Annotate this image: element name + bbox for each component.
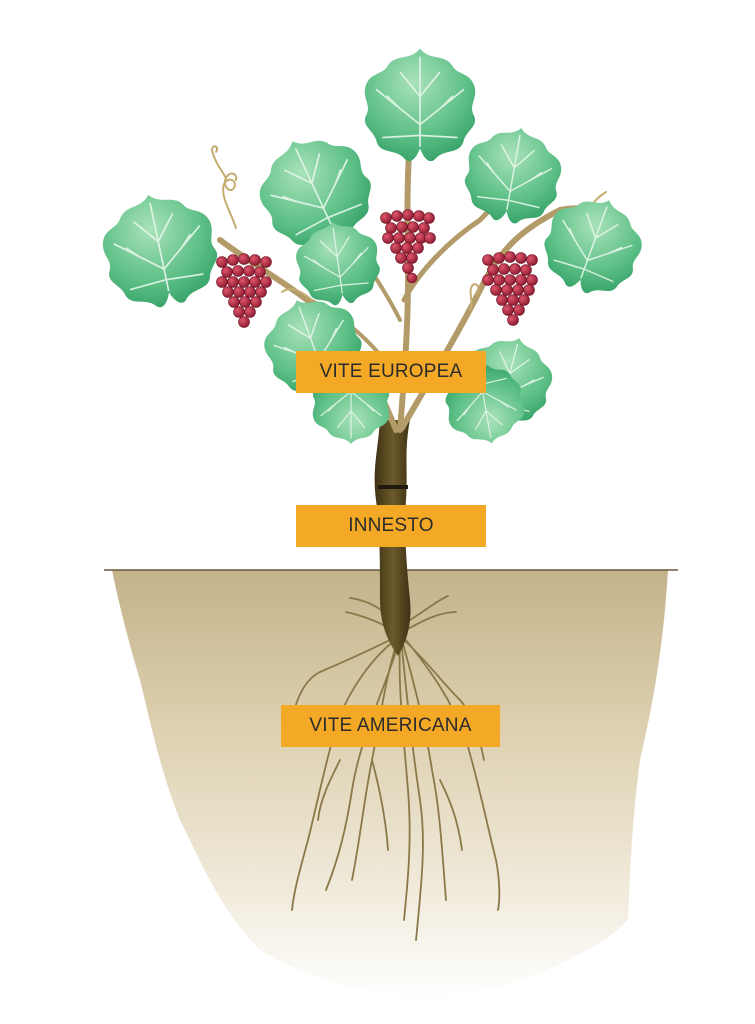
grape-cluster-icon bbox=[216, 209, 538, 328]
label-graft: INNESTO bbox=[296, 505, 486, 547]
label-european-vine: VITE EUROPEA bbox=[296, 351, 486, 393]
graft-union-mark bbox=[378, 485, 408, 489]
root-icon bbox=[291, 595, 501, 941]
label-american-vine: VITE AMERICANA bbox=[281, 705, 500, 747]
soil bbox=[112, 570, 668, 1000]
